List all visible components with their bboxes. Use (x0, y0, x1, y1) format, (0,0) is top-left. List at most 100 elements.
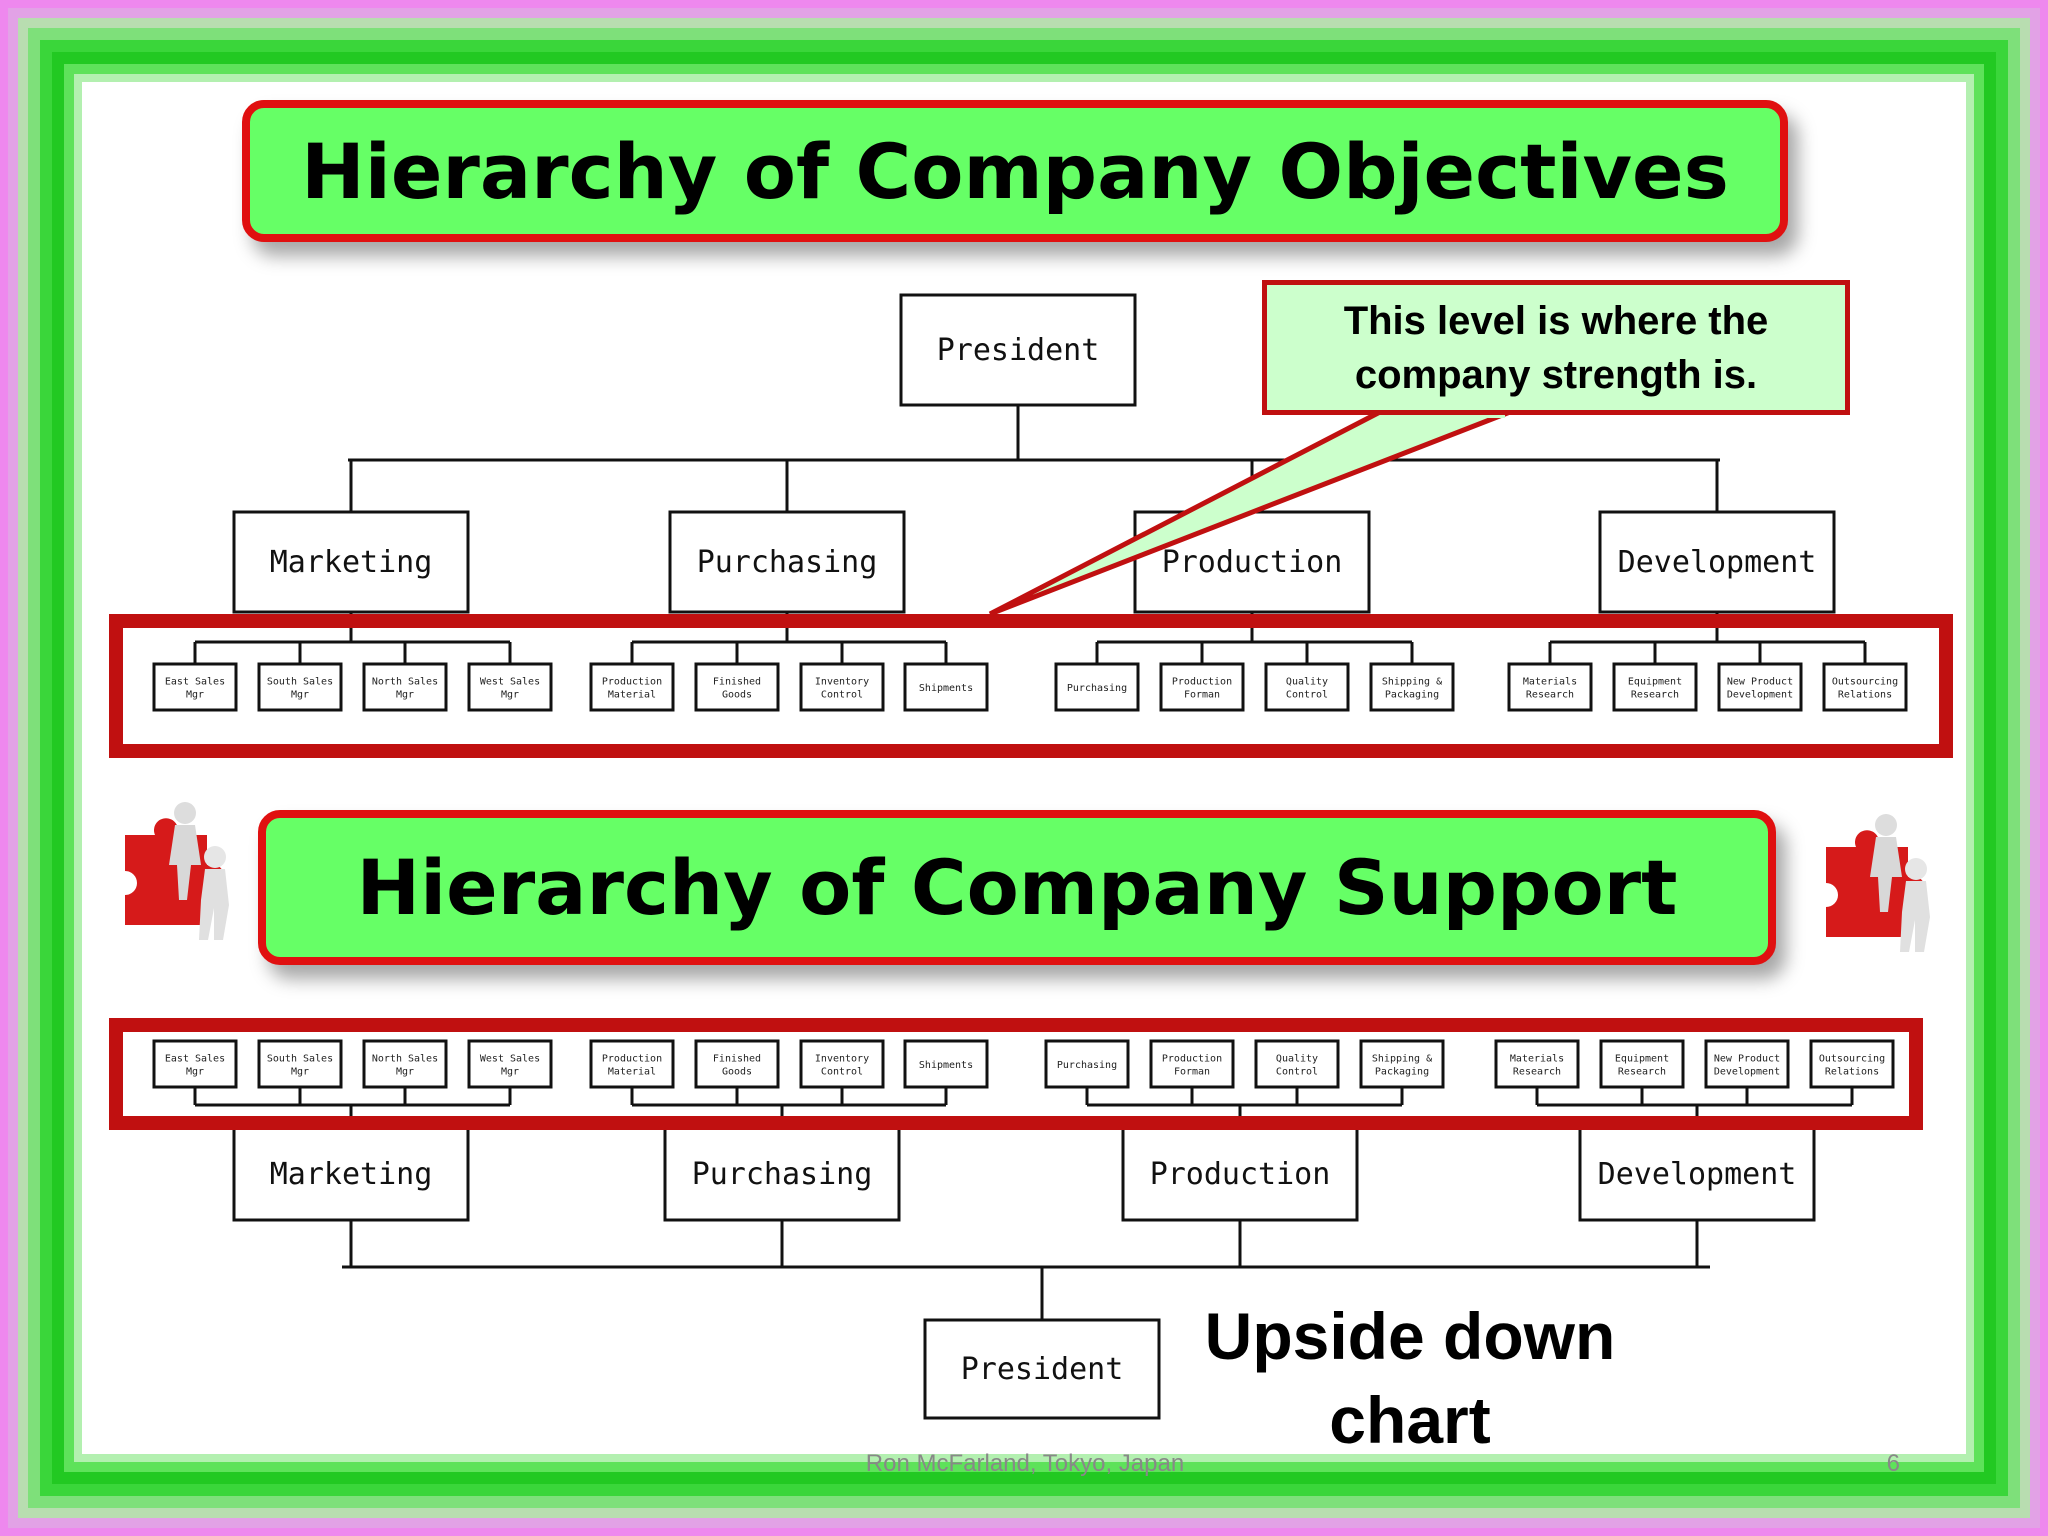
unit-label: Finished (713, 677, 761, 688)
unit-box (1612, 662, 1698, 712)
unit-box (1149, 1039, 1235, 1089)
unit-label: New Product (1714, 1054, 1780, 1065)
president-box-bottom (923, 1318, 1161, 1420)
frame-border (64, 64, 1984, 1472)
title-objectives: Hierarchy of Company Objectives (242, 100, 1788, 242)
unit-box (1507, 662, 1593, 712)
unit-label: West Sales (480, 1054, 540, 1065)
footer-credit: Ron McFarland, Tokyo, Japan (865, 1450, 1185, 1477)
unit-label: Equipment (1615, 1054, 1669, 1065)
unit-label: New Product (1727, 677, 1793, 688)
support-highlight (109, 1018, 1923, 1130)
unit-label: Goods (722, 690, 752, 701)
dept-box-purchasing-bottom-label: Purchasing (692, 1157, 873, 1192)
unit-label: Research (1631, 690, 1679, 701)
unit-label: Purchasing (1067, 683, 1127, 694)
president-box (899, 293, 1137, 407)
unit-label: Equipment (1628, 677, 1682, 688)
unit-box (152, 1039, 238, 1089)
unit-label: Quality (1286, 677, 1328, 688)
unit-box (903, 1039, 989, 1089)
unit-label: Goods (722, 1067, 752, 1078)
unit-label: Mgr (501, 1067, 519, 1078)
dept-box-production-bottom-label: Production (1150, 1157, 1331, 1192)
dept-box-marketing-bottom-label: Marketing (270, 1157, 433, 1192)
unit-label: Mgr (396, 690, 414, 701)
unit-box (694, 1039, 780, 1089)
unit-label: East Sales (165, 1054, 225, 1065)
unit-box (1264, 662, 1350, 712)
page-number: 6 (1886, 1450, 1900, 1477)
unit-label: Mgr (291, 1067, 309, 1078)
unit-box (362, 662, 448, 712)
unit-label: North Sales (372, 677, 438, 688)
unit-label: Outsourcing (1819, 1054, 1885, 1065)
unit-box (1369, 662, 1455, 712)
unit-box (694, 662, 780, 712)
puzzle-people-icon (125, 802, 229, 940)
unit-label: Mgr (186, 690, 204, 701)
unit-label: West Sales (480, 677, 540, 688)
president-box-label: President (937, 333, 1100, 368)
dept-box-production-bottom (1121, 1126, 1359, 1222)
president-box-bottom-label: President (961, 1352, 1124, 1387)
unit-box (1717, 662, 1803, 712)
unit-box (1494, 1039, 1580, 1089)
unit-label: Shipments (919, 683, 973, 694)
unit-label: Mgr (291, 690, 309, 701)
unit-box (1599, 1039, 1685, 1089)
unit-box (152, 662, 238, 712)
frame-border (18, 18, 2030, 1518)
unit-label: Inventory (815, 1054, 869, 1065)
dept-box-purchasing-label: Purchasing (697, 545, 878, 580)
unit-label: Development (1714, 1067, 1780, 1078)
dept-box-development-bottom-label: Development (1598, 1157, 1797, 1192)
unit-box (1054, 662, 1140, 712)
unit-label: Shipping & (1372, 1054, 1432, 1065)
unit-box (1159, 662, 1245, 712)
unit-label: East Sales (165, 677, 225, 688)
unit-label: Shipments (919, 1060, 973, 1071)
frame-border (74, 74, 1974, 1462)
unit-label: Mgr (186, 1067, 204, 1078)
unit-box (903, 662, 989, 712)
unit-label: Materials (1510, 1054, 1564, 1065)
unit-label: South Sales (267, 677, 333, 688)
unit-box (362, 1039, 448, 1089)
unit-label: Development (1727, 690, 1793, 701)
callout-box: This level is where the company strength… (1262, 280, 1850, 415)
unit-box (467, 662, 553, 712)
unit-label: Forman (1184, 690, 1220, 701)
unit-label: Control (1286, 690, 1328, 701)
unit-box (799, 662, 885, 712)
unit-box (1254, 1039, 1340, 1089)
unit-label: Research (1618, 1067, 1666, 1078)
puzzle-people-icon (1826, 814, 1930, 952)
unit-box (1044, 1039, 1130, 1089)
unit-label: Control (821, 1067, 863, 1078)
unit-label: Inventory (815, 677, 869, 688)
unit-label: South Sales (267, 1054, 333, 1065)
dept-box-marketing (232, 510, 470, 614)
unit-label: Forman (1174, 1067, 1210, 1078)
dept-box-marketing-bottom (232, 1126, 470, 1222)
unit-label: Finished (713, 1054, 761, 1065)
dept-box-development (1598, 510, 1836, 614)
dept-box-production-label: Production (1162, 545, 1343, 580)
unit-label: Shipping & (1382, 677, 1442, 688)
unit-label: Material (608, 690, 656, 701)
unit-label: Mgr (501, 690, 519, 701)
unit-label: Production (602, 1054, 662, 1065)
frame-border (40, 40, 2008, 1496)
dept-box-development-label: Development (1618, 545, 1817, 580)
unit-label: Control (1276, 1067, 1318, 1078)
unit-label: Outsourcing (1832, 677, 1898, 688)
unit-box (1822, 662, 1908, 712)
unit-label: Research (1513, 1067, 1561, 1078)
objectives-highlight (109, 614, 1953, 758)
unit-box (1809, 1039, 1895, 1089)
frame-border (8, 8, 2040, 1528)
